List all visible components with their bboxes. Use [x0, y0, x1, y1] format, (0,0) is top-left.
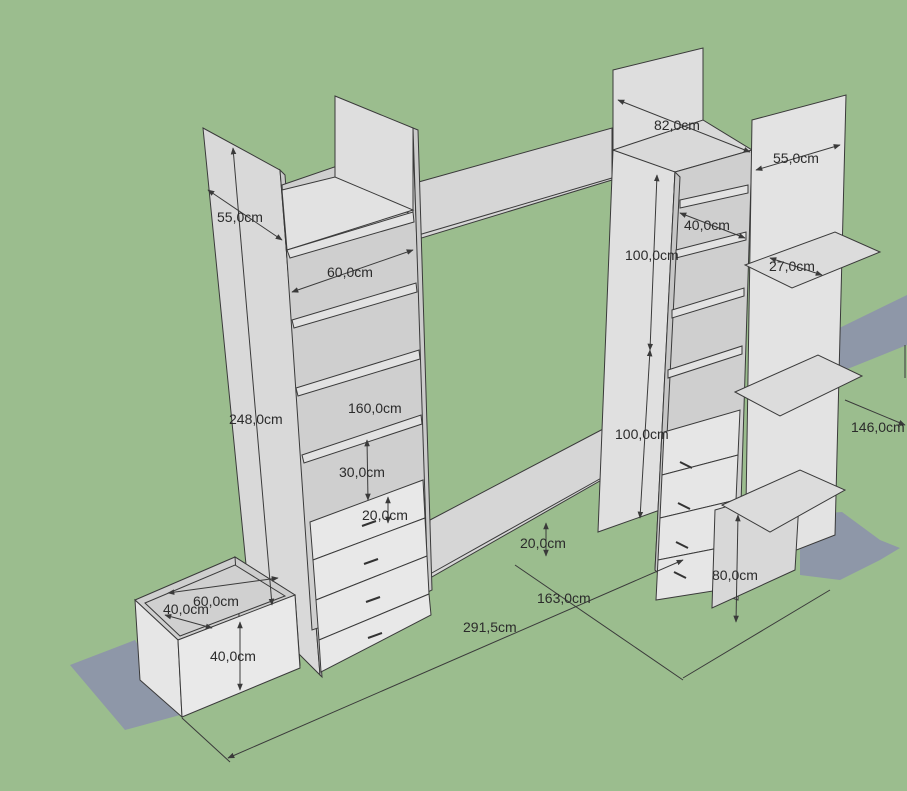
left-shelves [286, 211, 423, 464]
shadow-right-strip [825, 295, 907, 372]
floor-shadows [70, 295, 907, 730]
cantilever-shelf-3 [720, 469, 847, 533]
left-shelf-3 [295, 349, 421, 397]
dim-bottom-rail-height: 20,0cm [520, 535, 566, 551]
dim-right-side-length: 146,0cm [851, 419, 905, 435]
right-shelf-1 [679, 184, 749, 209]
left-shelf-4 [301, 414, 423, 464]
dim-left-shelf-gap: 30,0cm [339, 464, 385, 480]
dim-line [364, 439, 371, 501]
dim-left-tower-width: 60,0cm [327, 264, 373, 280]
drawer-handle [675, 541, 689, 549]
dimension-lines [164, 99, 906, 763]
drawer-handle [679, 461, 693, 469]
dim-line [207, 189, 283, 241]
dim-right-upper-height: 100,0cm [625, 247, 679, 263]
dim-left-tower-height: 248,0cm [229, 411, 283, 427]
dim-line [647, 174, 660, 351]
dim-line [769, 257, 823, 276]
dim-line [679, 212, 746, 239]
lower-back-rail [429, 427, 606, 579]
cantilever-shelf-2 [733, 354, 864, 417]
dim-left-drawer-height: 20,0cm [362, 507, 408, 523]
dim-line [755, 144, 841, 171]
dim-line [844, 399, 906, 426]
dim-line-ext [181, 717, 231, 763]
dim-right-base-height: 80,0cm [712, 567, 758, 583]
dim-right-inner-width: 40,0cm [684, 217, 730, 233]
left-top-shelf [281, 176, 415, 251]
dim-right-depth: 55,0cm [773, 150, 819, 166]
dim-line [291, 249, 414, 293]
back-rails [414, 127, 613, 579]
upper-rail-edge [414, 177, 613, 237]
dim-left-tower-inner: 160,0cm [348, 400, 402, 416]
dim-line [164, 613, 213, 630]
dim-left-tower-depth: 55,0cm [217, 209, 263, 225]
dim-line [682, 589, 831, 679]
dim-middle-width: 163,0cm [537, 590, 591, 606]
right-side-tall-panel [744, 94, 847, 571]
right-shelf-4 [667, 345, 743, 379]
shadow-left [70, 640, 180, 730]
dimension-labels: 55,0cm 60,0cm 248,0cm 160,0cm 30,0cm 20,… [163, 117, 905, 664]
dim-box-depth: 40,0cm [163, 601, 209, 617]
lower-rail-edge [429, 475, 606, 575]
dim-right-top-width: 82,0cm [654, 117, 700, 133]
right-shelf-3 [671, 287, 745, 319]
left-shelf-1 [286, 211, 415, 259]
dim-line [617, 99, 751, 153]
dim-box-height: 40,0cm [210, 648, 256, 664]
dim-total-width: 291,5cm [463, 619, 517, 635]
right-column-shelves [667, 184, 749, 379]
left-shelf-2 [291, 282, 418, 329]
dim-line-ext [514, 564, 684, 681]
dim-line [227, 559, 684, 759]
upper-back-rail [414, 127, 613, 241]
dim-right-lower-height: 100,0cm [615, 426, 669, 442]
dim-box-width: 60,0cm [193, 593, 239, 609]
drawer-handle [677, 502, 691, 510]
dim-right-shelf-depth: 27,0cm [769, 258, 815, 274]
drawer-handle [361, 520, 377, 527]
dim-line [733, 514, 741, 623]
dim-line [637, 349, 653, 519]
